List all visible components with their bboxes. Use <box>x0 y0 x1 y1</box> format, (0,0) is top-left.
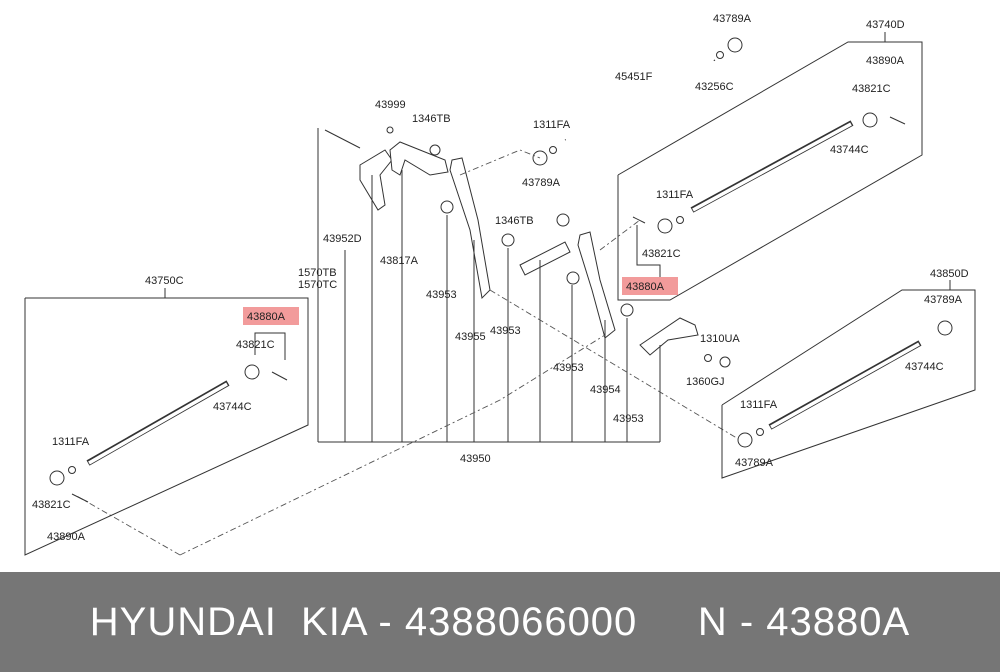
label-43953-c: 43953 <box>553 362 584 374</box>
label-43750c: 43750C <box>145 275 184 287</box>
leader-43880a-m <box>636 225 661 277</box>
label-43817a: 43817A <box>380 255 419 267</box>
bush-43953-c <box>566 271 580 285</box>
balljoint-43821c-r <box>862 112 878 128</box>
label-1346tb-a: 1346TB <box>412 113 451 125</box>
bolt-43999 <box>386 126 394 134</box>
lever-43954 <box>577 231 616 339</box>
label-43744c-r: 43744C <box>830 144 869 156</box>
label-43953-d: 43953 <box>613 413 644 425</box>
balljoint-43821c-l <box>244 364 260 380</box>
balljoint-43789a-r3 <box>737 432 753 448</box>
label-43789a-top: 43789A <box>713 13 752 25</box>
highlight-43880a-m <box>622 277 678 295</box>
leader-43880a-l <box>254 332 286 360</box>
bush-43953-b <box>501 233 515 247</box>
footer-part-number: HYUNDAI KIA - 4388066000 N - 43880A <box>89 599 911 644</box>
label-43880a-m: 43880A <box>626 281 665 293</box>
label-43953-a: 43953 <box>426 289 457 301</box>
nut-1346tb-a <box>429 144 441 156</box>
bracket-right <box>639 317 699 356</box>
nut-1346tb-b <box>556 213 570 227</box>
label-1311fa-r2: 1311FA <box>740 399 778 411</box>
frame-43750c <box>24 297 309 556</box>
pin-43890a-l <box>71 493 89 503</box>
rod-43744c-r-inner <box>692 122 852 212</box>
bush-43953-d <box>620 303 634 317</box>
washer-1311fa-t <box>549 146 557 154</box>
label-43890a-r: 43890A <box>866 55 905 67</box>
label-1310ua: 1310UA <box>700 333 740 345</box>
label-43744c-l: 43744C <box>213 401 252 413</box>
label-1360gj: 1360GJ <box>686 376 725 388</box>
label-43880a-l: 43880A <box>247 311 286 323</box>
balljoint-43789a-r2 <box>937 320 953 336</box>
label-45451f: 45451F <box>615 71 653 83</box>
label-1311fa-l: 1311FA <box>52 436 90 448</box>
leaders-43950 <box>317 128 661 443</box>
label-43953-b: 43953 <box>490 325 521 337</box>
label-43999: 43999 <box>375 99 406 111</box>
plate <box>519 241 571 276</box>
balljoint-43789a-top <box>727 37 743 53</box>
label-43955: 43955 <box>455 331 486 343</box>
balljoint-43821c-m <box>657 218 673 234</box>
pin-43890a-r <box>889 116 906 125</box>
parts-diagram: 43740D 43789A 45451F 43256C 43890A 43821… <box>24 13 976 556</box>
label-43740d: 43740D <box>866 19 905 31</box>
label-43952d: 43952D <box>323 233 362 245</box>
label-43789a-r2: 43789A <box>924 294 963 306</box>
dash-lines <box>74 149 741 556</box>
label-43789a-r3: 43789A <box>735 457 774 469</box>
label-43821c-l: 43821C <box>236 339 275 351</box>
nut-1310ua <box>719 356 731 368</box>
bracket-43952d <box>359 149 393 211</box>
label-1346tb-b: 1346TB <box>495 215 534 227</box>
footer-banner: HYUNDAI KIA - 4388066000 N - 43880A <box>0 572 1000 672</box>
label-43850d: 43850D <box>930 268 969 280</box>
lever-43955 <box>449 157 491 300</box>
frame-43850d <box>721 289 976 479</box>
washer-1311fa-l <box>68 466 76 474</box>
balljoint-43821c-l2 <box>49 470 65 486</box>
bush-43953-a <box>440 200 454 214</box>
label-43821c-m: 43821C <box>642 248 681 260</box>
label-1311fa-t: 1311FA <box>533 119 571 131</box>
washer-1360gj <box>704 354 712 362</box>
rod-45451f-inner <box>565 59 715 142</box>
label-43256c: 43256C <box>695 81 734 93</box>
pin-43880a-l <box>271 371 288 381</box>
pin-m <box>632 216 646 224</box>
label-43890a-l: 43890A <box>47 531 86 543</box>
label-43821c-r: 43821C <box>852 83 891 95</box>
highlight-43880a-l <box>243 307 299 325</box>
bolt-1570tb <box>324 129 361 149</box>
bracket-43817a <box>389 141 449 176</box>
frame-43740d <box>617 41 923 301</box>
label-43821c-l2: 43821C <box>32 499 71 511</box>
label-43744c-r2: 43744C <box>905 361 944 373</box>
nut-43256c <box>716 51 724 59</box>
rod-43744c-r2-inner <box>770 342 920 429</box>
washer-1311fa-m <box>676 216 684 224</box>
washer-1311fa-r2 <box>756 428 764 436</box>
label-1570tb: 1570TB <box>298 267 337 279</box>
label-43954: 43954 <box>590 384 621 396</box>
label-1311fa-m: 1311FA <box>656 189 694 201</box>
rod-43744c-l-inner <box>88 382 228 465</box>
label-1570tc: 1570TC <box>298 279 337 291</box>
label-43789a-t2: 43789A <box>522 177 561 189</box>
label-43950: 43950 <box>460 453 491 465</box>
